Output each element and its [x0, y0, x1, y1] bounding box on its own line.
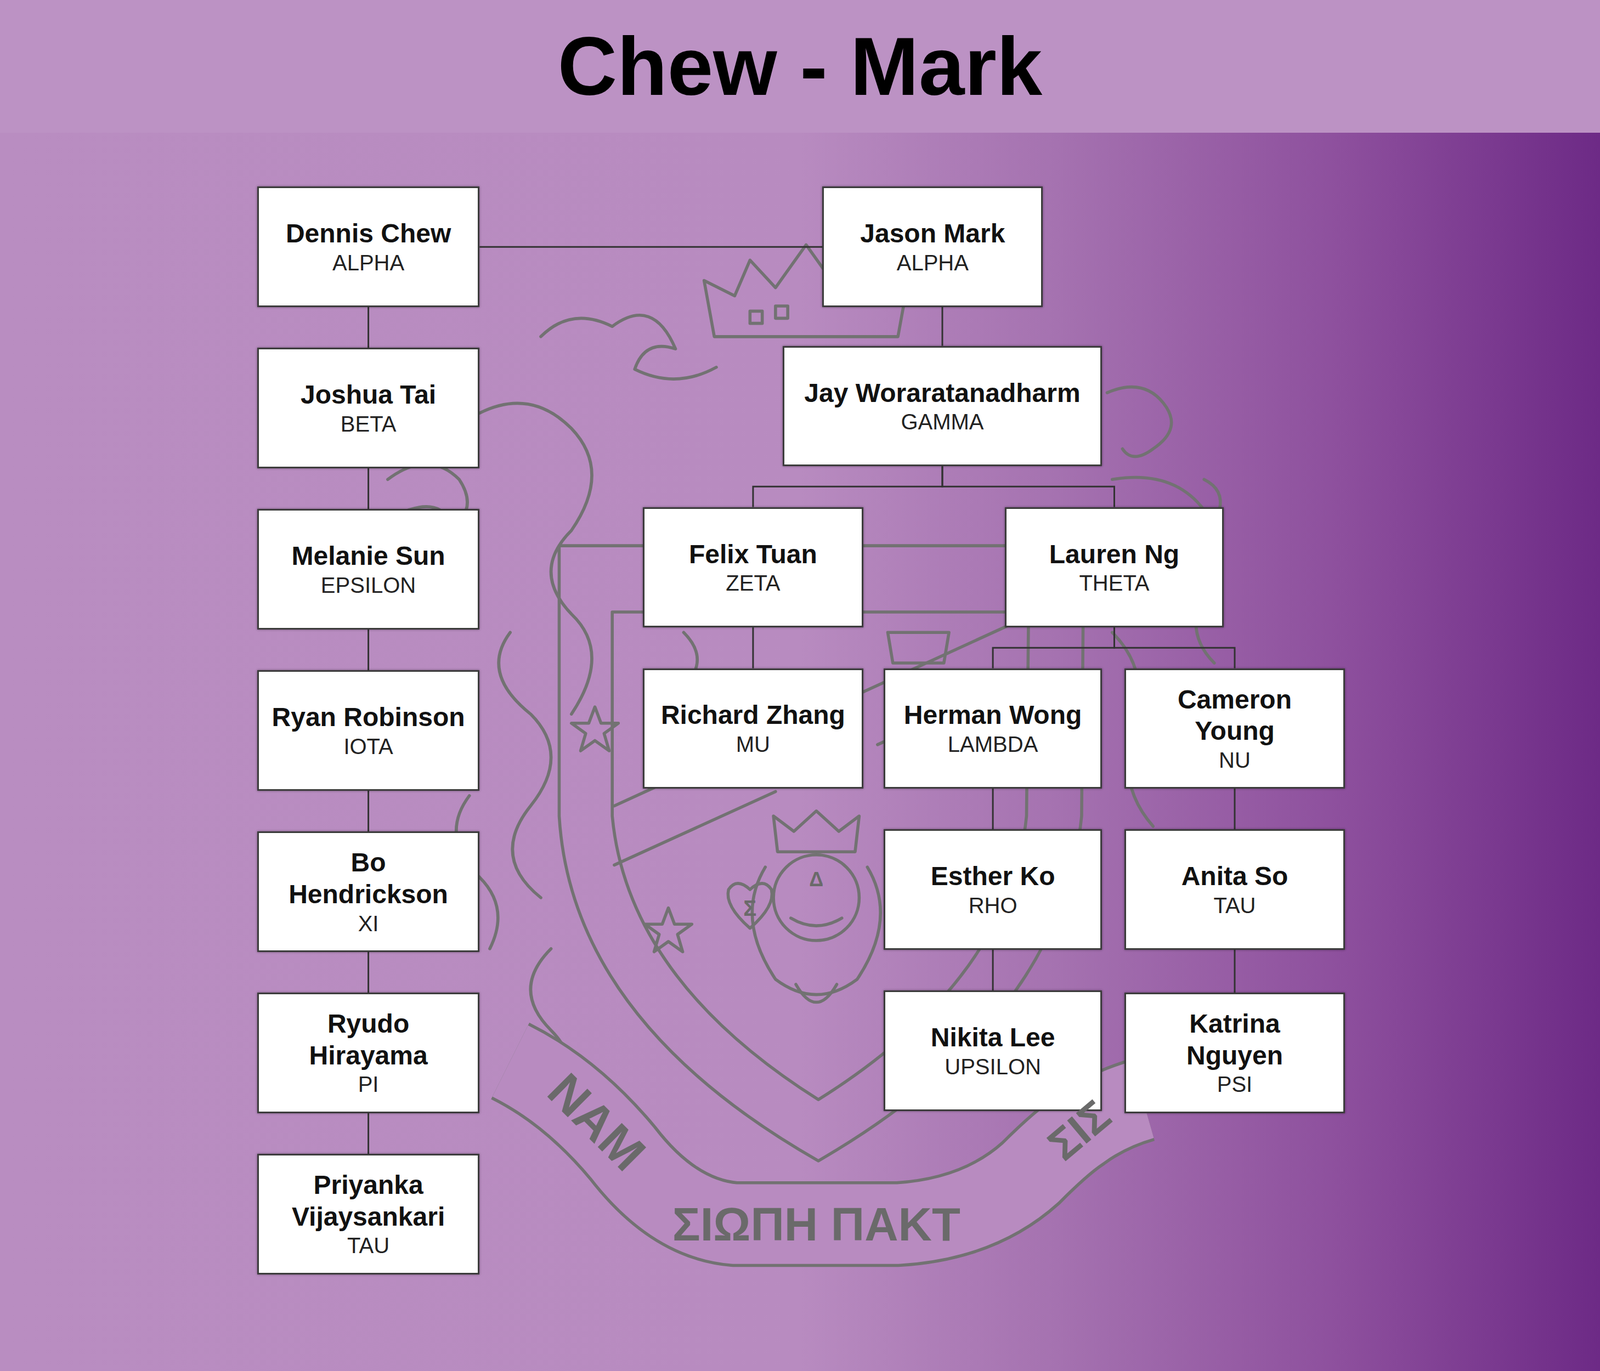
chapter-name: BETA	[270, 410, 467, 438]
member-name: Richard Zhang	[656, 699, 850, 732]
lineage-line	[367, 629, 370, 671]
member-box: Katrina NguyenPSI	[1124, 992, 1345, 1114]
member-name: Priyanka Vijaysankari	[270, 1169, 467, 1233]
chapter-name: EPSILON	[270, 572, 467, 599]
member-name: Melanie Sun	[270, 540, 467, 573]
member-name: Jason Mark	[835, 217, 1030, 250]
chapter-name: XI	[270, 910, 467, 937]
member-box: Melanie SunEPSILON	[257, 509, 480, 630]
member-name: Nikita Lee	[897, 1021, 1089, 1054]
lineage-line	[992, 788, 994, 830]
chart-title: Chew - Mark	[557, 25, 1043, 108]
chapter-name: TAU	[270, 1232, 467, 1259]
chapter-name: THETA	[1018, 569, 1210, 597]
member-box: Ryudo HirayamaPI	[257, 992, 480, 1114]
lineage-line	[1114, 627, 1235, 669]
motto-text: ΣΙΩΠΗ ΠΑΚΤ	[672, 1201, 961, 1248]
crest-letter: Δ	[809, 869, 824, 890]
member-box: Anita SoTAU	[1124, 829, 1345, 951]
member-box: Jay WoraratanadharmGAMMA	[782, 346, 1102, 467]
lineage-line	[367, 952, 370, 993]
lineage-line	[479, 246, 823, 248]
chapter-name: NU	[1138, 747, 1332, 774]
lineage-line	[942, 466, 1115, 507]
lineage-line	[941, 307, 944, 347]
member-name: Joshua Tai	[270, 379, 467, 411]
member-box: Jason MarkALPHA	[822, 186, 1043, 308]
chapter-name: PSI	[1138, 1071, 1332, 1098]
member-name: Herman Wong	[897, 699, 1089, 732]
member-box: Richard ZhangMU	[642, 668, 864, 790]
chapter-name: MU	[656, 731, 850, 758]
lineage-line	[367, 307, 370, 348]
member-box: Felix TuanZETA	[642, 507, 864, 629]
chapter-name: PI	[270, 1071, 467, 1098]
lineage-line	[1233, 788, 1236, 830]
lineage-line	[1233, 950, 1236, 993]
member-name: Katrina Nguyen	[1138, 1008, 1332, 1072]
lineage-line	[752, 627, 754, 669]
chapter-name: RHO	[897, 892, 1089, 919]
member-name: Cameron Young	[1138, 683, 1332, 748]
chapter-name: GAMMA	[796, 408, 1089, 435]
member-name: Bo Hendrickson	[270, 846, 467, 910]
lineage-line	[367, 1113, 370, 1155]
member-name: Anita So	[1138, 860, 1332, 893]
member-name: Ryan Robinson	[270, 701, 467, 734]
lineage-line	[992, 627, 1115, 669]
member-box: Joshua TaiBETA	[257, 347, 480, 469]
chapter-name: TAU	[1138, 892, 1332, 919]
member-box: Nikita LeeUPSILON	[883, 990, 1102, 1112]
lineage-line	[992, 950, 994, 991]
member-name: Dennis Chew	[270, 217, 467, 250]
lineage-line	[367, 790, 370, 832]
member-name: Esther Ko	[897, 860, 1089, 893]
member-box: Ryan RobinsonIOTA	[257, 670, 480, 791]
chapter-name: ZETA	[656, 569, 850, 597]
title-bar: Chew - Mark	[0, 0, 1600, 133]
member-box: Bo HendricksonXI	[257, 831, 480, 953]
member-name: Lauren Ng	[1018, 538, 1210, 571]
member-box: Esther KoRHO	[883, 829, 1102, 951]
lineage-line	[367, 468, 370, 510]
member-name: Ryudo Hirayama	[270, 1008, 467, 1072]
member-name: Felix Tuan	[656, 538, 850, 571]
chapter-name: ALPHA	[835, 249, 1030, 276]
crest-letter: Σ	[743, 897, 757, 920]
member-box: Lauren NgTHETA	[1004, 507, 1224, 629]
chapter-name: IOTA	[270, 733, 467, 760]
chapter-name: LAMBDA	[897, 731, 1089, 758]
member-box: Dennis ChewALPHA	[257, 186, 480, 308]
member-box: Priyanka VijaysankariTAU	[257, 1154, 480, 1275]
lineage-line	[753, 466, 943, 507]
member-box: Cameron YoungNU	[1124, 668, 1345, 790]
chapter-name: ALPHA	[270, 249, 467, 276]
member-name: Jay Woraratanadharm	[796, 377, 1089, 410]
member-box: Herman WongLAMBDA	[883, 668, 1102, 790]
chapter-name: UPSILON	[897, 1053, 1089, 1081]
